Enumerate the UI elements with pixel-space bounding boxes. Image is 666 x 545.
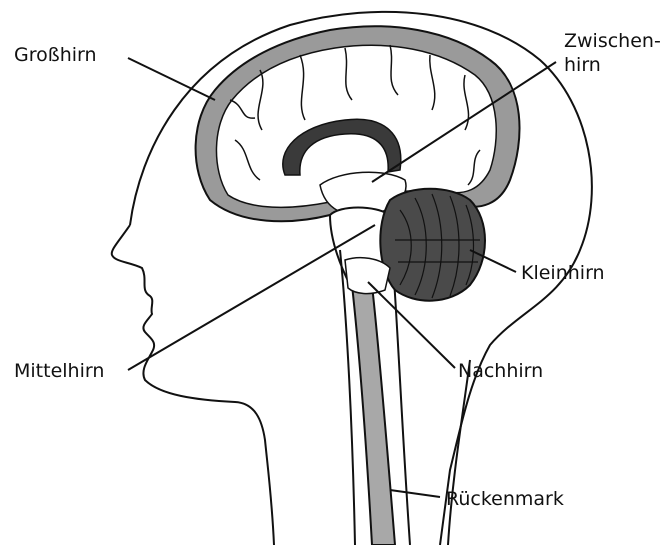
- neck-back: [448, 360, 470, 545]
- label-zwischenhirn-1: Zwischen-: [564, 30, 661, 52]
- spinal-cord: [352, 285, 395, 545]
- label-rueckenmark: Rückenmark: [446, 488, 564, 510]
- label-kleinhirn: Kleinhirn: [521, 262, 605, 284]
- leader-rueckenmark: [390, 490, 440, 497]
- label-grosshirn: Großhirn: [14, 44, 97, 66]
- label-mittelhirn: Mittelhirn: [14, 360, 104, 382]
- face-profile: [112, 225, 274, 545]
- label-zwischenhirn-2: hirn: [564, 54, 601, 76]
- leader-mittelhirn: [128, 225, 375, 370]
- cerebellum: [380, 189, 485, 301]
- label-nachhirn: Nachhirn: [458, 360, 543, 382]
- medulla: [345, 258, 390, 294]
